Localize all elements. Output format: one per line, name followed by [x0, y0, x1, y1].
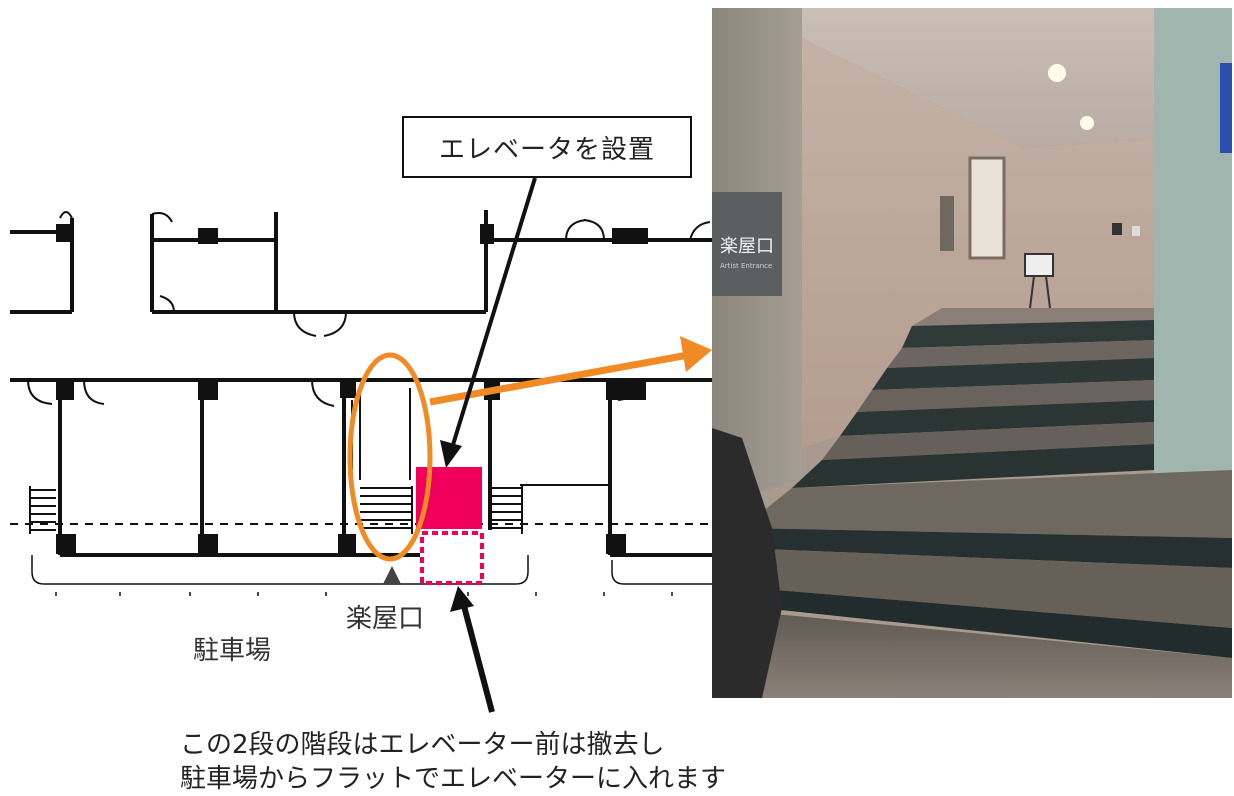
photo-notice-board: [1024, 253, 1054, 277]
removed-steps-outline: [420, 531, 484, 585]
photo-dark-foreground: [712, 428, 782, 698]
stair-highlight-ellipse: [347, 352, 433, 562]
caption-arrow: [450, 586, 495, 713]
floor-plan-stairs: [29, 486, 523, 534]
highlight-arrow: [429, 336, 712, 406]
caption-line-1: この2段の階段はエレベーター前は撤去し: [180, 730, 665, 760]
stairway-photo: 楽屋口 Artist Entrance: [712, 8, 1232, 698]
photo-sign-sub: Artist Entrance: [720, 262, 772, 270]
floor-plan-pillars: [56, 224, 648, 554]
elevator-callout-text: エレベータを設置: [438, 134, 655, 165]
photo-stairs: [712, 308, 1232, 698]
entrance-label: 楽屋口: [346, 604, 425, 634]
caption: この2段の階段はエレベーター前は撤去し 駐車場からフラットでエレベーターに入れま…: [180, 728, 726, 796]
photo-wall-panel: [940, 196, 954, 251]
photo-right-pillar: [1154, 8, 1232, 508]
ceiling-light-icon: [1048, 64, 1066, 82]
grid-ticks: [55, 592, 673, 596]
callout-arrow: [440, 177, 537, 468]
floor-plan-canopy: [31, 555, 712, 585]
photo-blue-panel: [1220, 63, 1232, 153]
photo-sign-main: 楽屋口: [720, 236, 774, 257]
entrance-marker-icon: [383, 566, 401, 584]
photo-window: [968, 156, 1006, 260]
elevator-callout: エレベータを設置: [402, 116, 692, 178]
ceiling-light-icon: [1080, 116, 1094, 130]
photo-ceiling: [802, 8, 1162, 148]
parking-label: 駐車場: [193, 636, 272, 666]
photo-sign: 楽屋口 Artist Entrance: [712, 192, 782, 296]
caption-line-2: 駐車場からフラットでエレベーターに入れます: [180, 764, 727, 794]
